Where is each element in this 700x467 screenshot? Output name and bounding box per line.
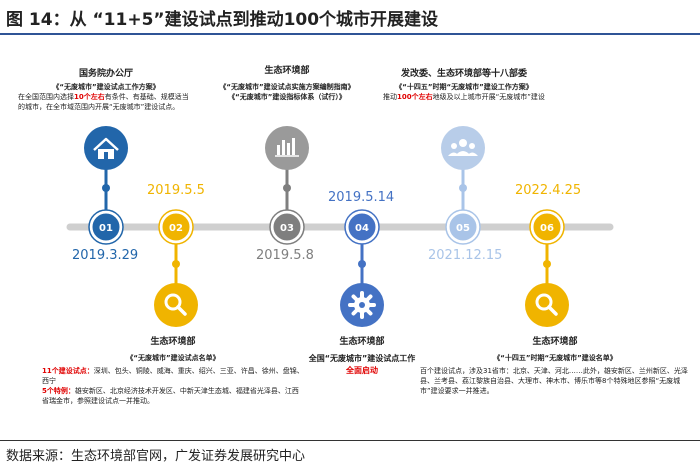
milestone-01-doc: 《“无废城市”建设试点工作方案》 <box>52 83 160 91</box>
node-03: 03 <box>269 209 305 245</box>
title-divider <box>0 33 700 35</box>
date-03: 2019.5.8 <box>256 248 314 263</box>
milestone-04-text: 生态环境部 全国“无废城市”建设试点工作全面启动 <box>306 334 418 377</box>
gear-icon <box>340 283 384 327</box>
milestone-06-text: 生态环境部 《“十四五”时期“无废城市”建设名单》 百个建设试点，涉及31省市：… <box>420 334 690 396</box>
milestone-02-org: 生态环境部 <box>150 337 196 347</box>
date-01: 2019.3.29 <box>72 248 139 263</box>
figure-title-bar: 图 14：从 “11+5”建设试点到推动100个城市开展建设 <box>0 0 700 34</box>
milestone-05-org: 发改委、生态环境部等十八部委 <box>400 69 527 79</box>
milestone-03-doc1: 《“无废城市”建设试点实施方案编制指南》 <box>219 83 355 91</box>
date-05: 2021.12.15 <box>428 248 503 263</box>
svg-text:06: 06 <box>540 223 554 234</box>
milestone-06-doc: 《“十四五”时期“无废城市”建设名单》 <box>493 354 617 362</box>
date-04: 2019.5.14 <box>328 190 395 205</box>
date-06: 2022.4.25 <box>515 183 582 198</box>
svg-text:01: 01 <box>99 223 113 234</box>
milestone-03-doc2: 《“无废城市”建设指标体系（试行）》 <box>228 93 346 101</box>
milestone-02-text: 生态环境部 《“无废城市”建设试点名单》 11个建设试点：深圳、包头、铜陵、威海… <box>42 334 304 406</box>
date-02: 2019.5.5 <box>147 183 205 198</box>
dot-05 <box>459 184 467 192</box>
milestone-01-text: 国务院办公厅 《“无废城市”建设试点工作方案》 在全国范围内选择10个左右有条件… <box>18 66 194 112</box>
dot-04 <box>358 260 366 268</box>
node-01: 01 <box>88 209 124 245</box>
milestone-03-text: 生态环境部 《“无废城市”建设试点实施方案编制指南》 《“无废城市”建设指标体系… <box>194 63 380 102</box>
milestone-06-org: 生态环境部 <box>532 337 578 347</box>
dot-03 <box>283 184 291 192</box>
milestone-05-text: 发改委、生态环境部等十八部委 《“十四五”时期“无废城市”建设工作方案》 推动1… <box>382 66 546 102</box>
source-note: 数据来源：生态环境部官网，广发证券发展研究中心 <box>6 449 306 464</box>
milestone-05-desc: 推动100个左右地级及以上城市开展“无废城市”建设 <box>383 93 545 101</box>
node-04: 04 <box>344 209 380 245</box>
svg-text:03: 03 <box>280 223 294 234</box>
dot-06 <box>543 260 551 268</box>
milestone-02-doc: 《“无废城市”建设试点名单》 <box>126 354 220 362</box>
milestone-06-desc: 百个建设试点，涉及31省市：北京、天津、河北……此外，雄安新区、兰州新区、光泽县… <box>420 367 688 395</box>
bar-chart-icon <box>265 126 309 170</box>
svg-text:05: 05 <box>456 223 470 234</box>
search-icon <box>154 283 198 327</box>
house-icon <box>84 126 128 170</box>
dot-01 <box>102 184 110 192</box>
node-06: 06 <box>529 209 565 245</box>
milestone-02-special: 5个特例：雄安新区、北京经济技术开发区、中新天津生态城、福建省光泽县、江西省瑞金… <box>42 387 299 405</box>
footer-divider <box>0 440 700 441</box>
milestone-04-org: 生态环境部 <box>339 337 385 347</box>
milestone-01-org: 国务院办公厅 <box>78 69 133 79</box>
figure-title: 图 14：从 “11+5”建设试点到推动100个城市开展建设 <box>6 10 439 30</box>
people-icon <box>441 126 485 170</box>
milestone-03-org: 生态环境部 <box>264 66 310 76</box>
milestone-05-doc: 《“十四五”时期“无废城市”建设工作方案》 <box>395 83 533 91</box>
milestone-01-desc: 在全国范围内选择10个左右有条件、有基础、规模适当的城市，在全市域范围内开展“无… <box>18 93 189 111</box>
node-02: 02 <box>158 209 194 245</box>
svg-text:04: 04 <box>355 223 369 234</box>
node-05: 05 <box>445 209 481 245</box>
milestone-04-desc: 全国“无废城市”建设试点工作全面启动 <box>308 354 416 375</box>
search-icon-2 <box>525 283 569 327</box>
dot-02 <box>172 260 180 268</box>
svg-text:02: 02 <box>169 223 183 234</box>
milestone-02-pilots: 11个建设试点：深圳、包头、铜陵、威海、重庆、绍兴、三亚、许昌、徐州、盘锦、西宁 <box>42 367 304 385</box>
